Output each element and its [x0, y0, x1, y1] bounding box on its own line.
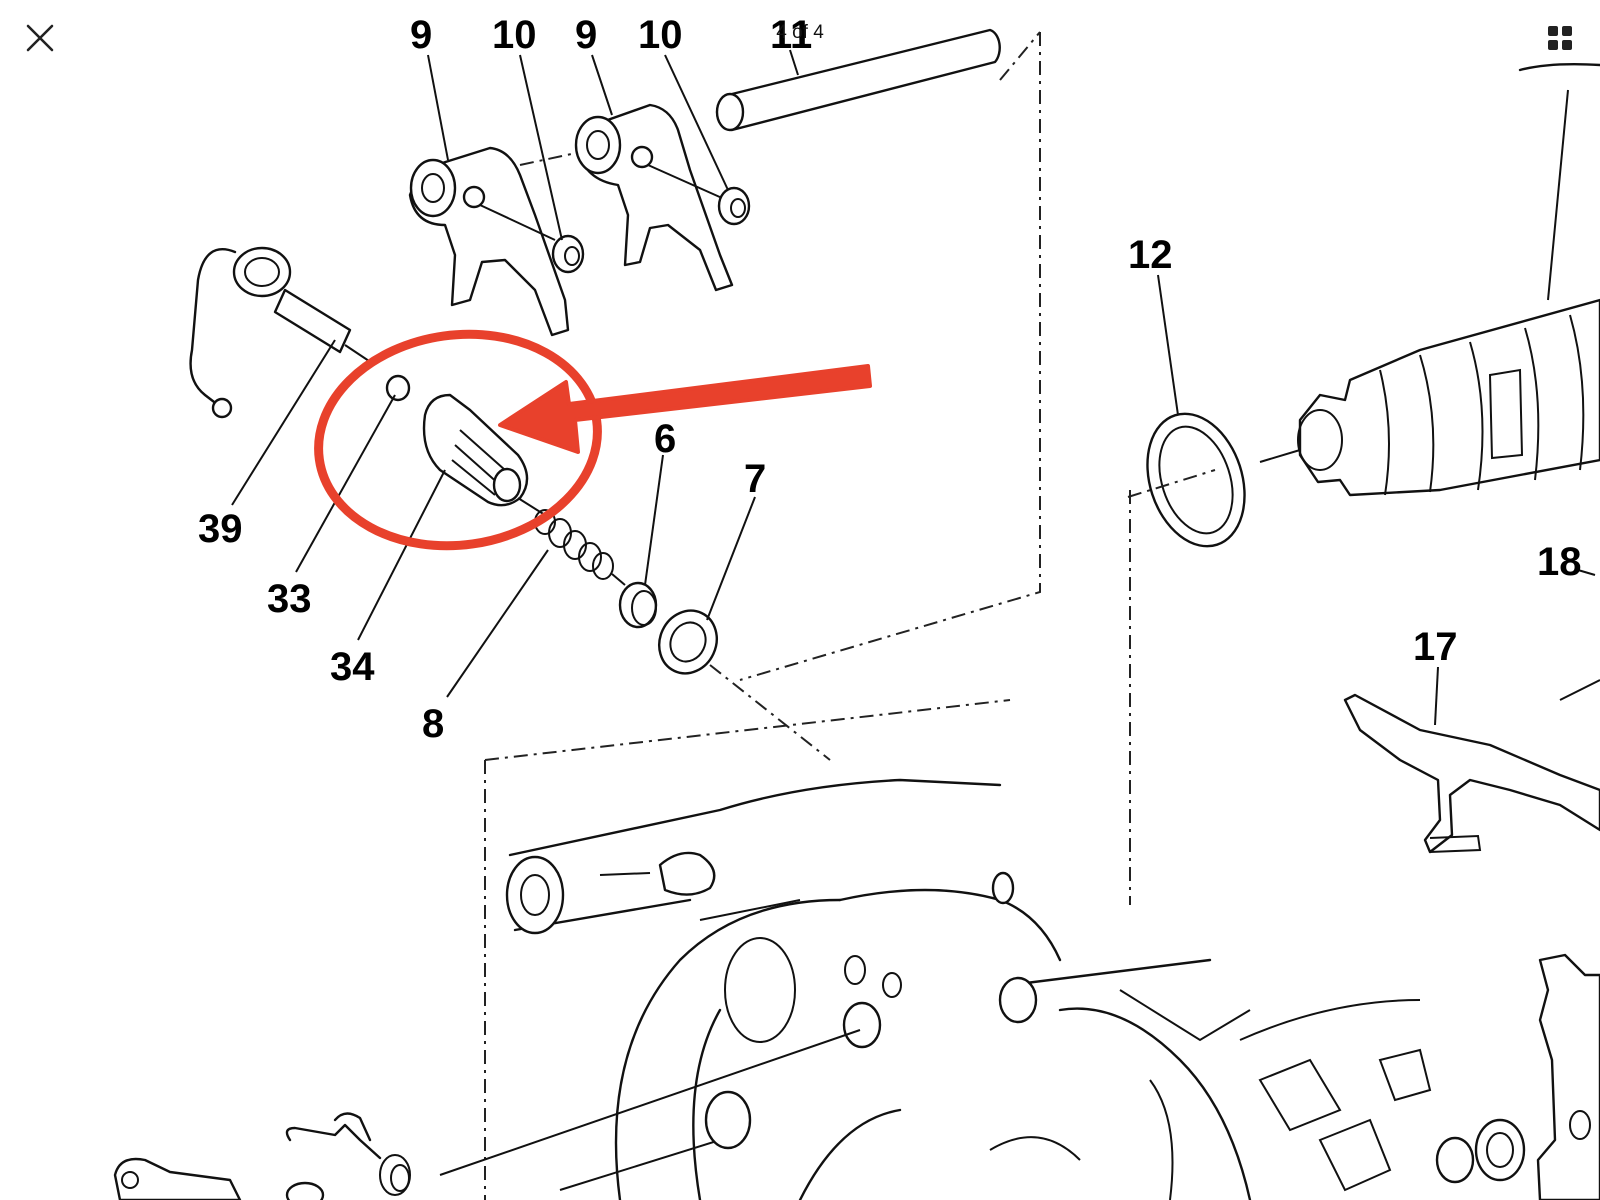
viewer-toolbar: 4 of 4	[0, 0, 1600, 70]
callout-8: 8	[422, 702, 444, 746]
part-sensor-with-cable	[189, 246, 376, 419]
part-spring	[534, 509, 626, 586]
callout-7: 7	[744, 457, 766, 501]
close-x-icon	[26, 24, 54, 52]
highlight-circle	[314, 329, 602, 551]
part-detent-housing	[422, 393, 546, 516]
part-seal-small	[658, 609, 718, 675]
callout-leader-lines	[231, 49, 1596, 726]
part-shift-drum	[1259, 63, 1600, 497]
callout-9-left: 9	[410, 13, 432, 57]
callout-11: 11	[770, 13, 812, 57]
highlight-annotation	[314, 329, 872, 551]
part-shift-fork-right	[574, 103, 751, 292]
callout-34: 34	[330, 645, 375, 689]
part-linkage-bottom-left	[113, 1112, 411, 1200]
close-button[interactable]	[18, 16, 62, 60]
callout-labels: 9 10 9 10 11 12 39 33 34 8 6 7 18 17	[198, 13, 1582, 746]
callout-10-right: 10	[638, 13, 683, 57]
grid-view-icon	[1548, 26, 1572, 50]
callout-39: 39	[198, 507, 243, 551]
assembly-guide-lines	[484, 31, 1131, 1200]
highlight-arrow	[498, 364, 872, 454]
callout-9-right: 9	[575, 13, 597, 57]
callout-17: 17	[1413, 625, 1458, 669]
part-seal-ring-large	[1127, 412, 1246, 548]
image-counter: 4 of 4	[776, 22, 824, 43]
callout-18: 18	[1537, 540, 1582, 584]
callout-6: 6	[654, 417, 676, 461]
callout-10-left: 10	[492, 13, 537, 57]
part-gearbox-housing	[439, 679, 1600, 1200]
part-shift-fork-left	[408, 146, 585, 337]
part-shift-fork-long	[1343, 693, 1600, 854]
part-shift-rod	[715, 28, 1001, 132]
part-o-ring	[385, 374, 411, 402]
part-clips-bottom-right	[1435, 953, 1600, 1200]
callout-33: 33	[267, 577, 312, 621]
part-plug	[618, 581, 658, 629]
grid-view-button[interactable]	[1538, 16, 1582, 60]
callout-12: 12	[1128, 233, 1173, 277]
